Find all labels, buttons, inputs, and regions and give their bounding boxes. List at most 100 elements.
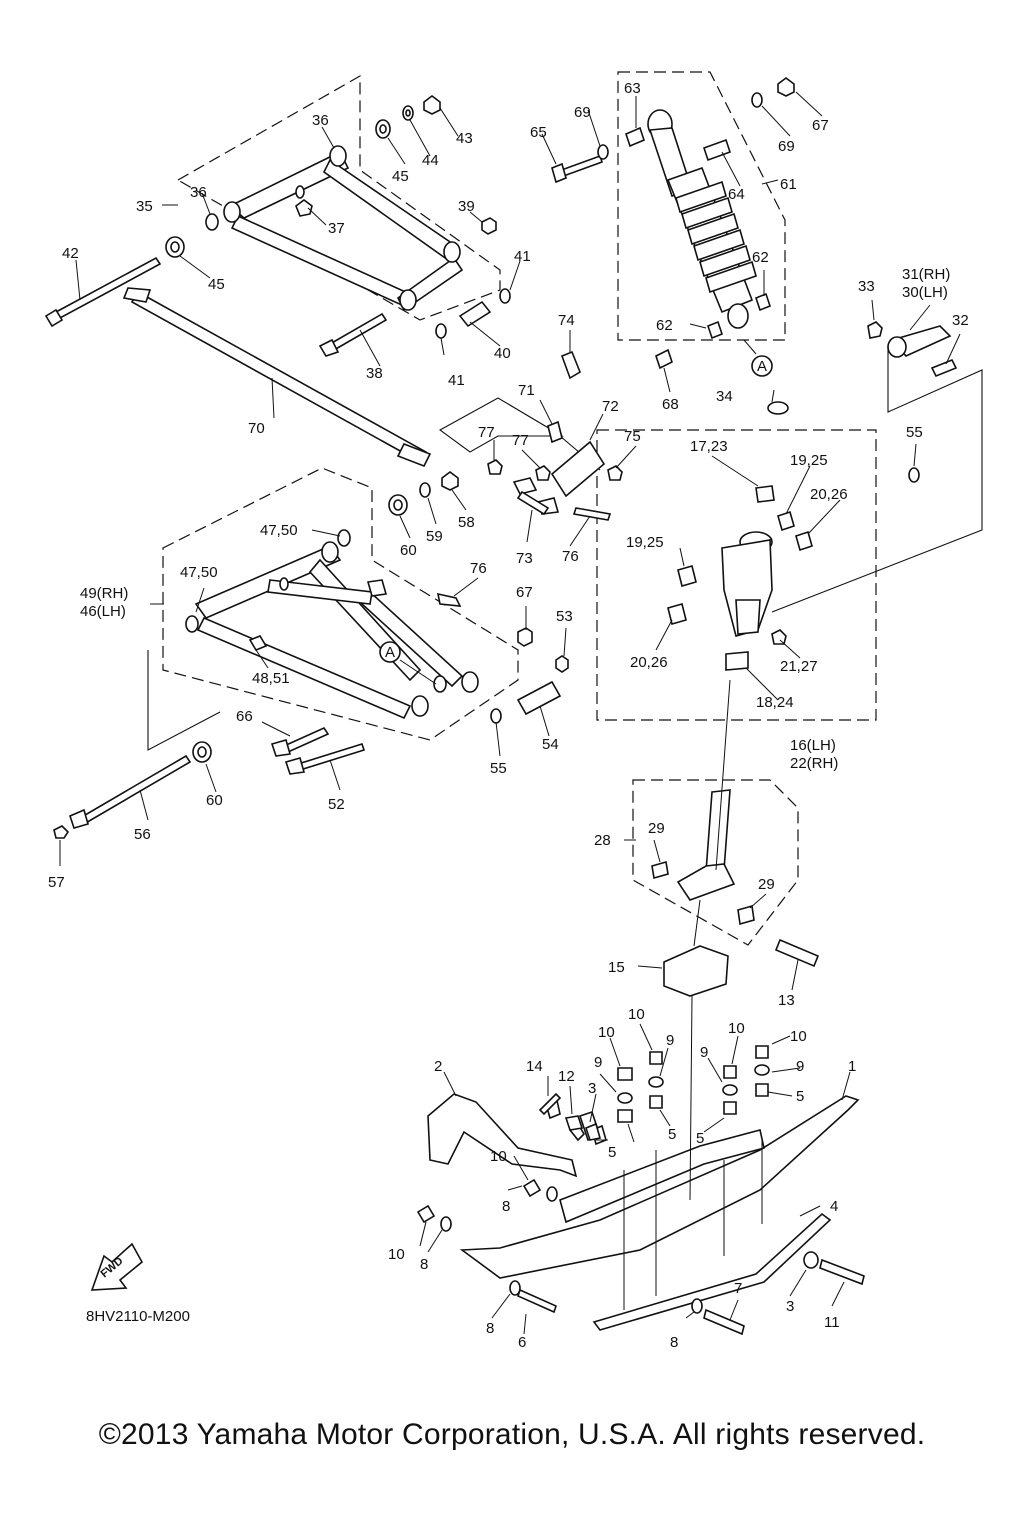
callout-65: 65 bbox=[530, 124, 547, 141]
callout-35: 35 bbox=[136, 198, 153, 215]
callout-77: 77 bbox=[478, 424, 495, 441]
lower-a-arm bbox=[185, 529, 479, 720]
callout-69: 69 bbox=[574, 104, 591, 121]
callout-14: 14 bbox=[526, 1058, 543, 1075]
ski bbox=[416, 1093, 865, 1336]
callout-16-lh: 16(LH) bbox=[790, 737, 836, 754]
callout-66: 66 bbox=[236, 708, 253, 725]
reference-markers: A A bbox=[379, 355, 773, 685]
callout-71: 71 bbox=[518, 382, 535, 399]
callout-31-rh: 31(RH) bbox=[902, 266, 950, 283]
fwd-arrow-icon: FWD bbox=[90, 1242, 144, 1291]
callout-22-rh: 22(RH) bbox=[790, 755, 838, 772]
callout-58: 58 bbox=[458, 514, 475, 531]
ref-a-circle-lower bbox=[379, 641, 401, 663]
callout-1: 1 bbox=[848, 1058, 856, 1075]
callout-76: 76 bbox=[470, 560, 487, 577]
leader-lines bbox=[59, 91, 961, 1335]
callout-8: 8 bbox=[486, 1320, 494, 1337]
callout-5: 5 bbox=[696, 1130, 704, 1147]
callout-69: 69 bbox=[778, 138, 795, 155]
callout-6: 6 bbox=[518, 1334, 526, 1351]
callout-19-25: 19,25 bbox=[790, 452, 828, 469]
callout-62: 62 bbox=[752, 249, 769, 266]
callout-73: 73 bbox=[516, 550, 533, 567]
group-outlines bbox=[147, 71, 983, 946]
callout-10: 10 bbox=[728, 1020, 745, 1037]
callout-38: 38 bbox=[366, 365, 383, 382]
ski-hardware bbox=[538, 1045, 770, 1141]
callout-9: 9 bbox=[594, 1054, 602, 1071]
callout-3: 3 bbox=[786, 1298, 794, 1315]
callout-4: 4 bbox=[830, 1198, 838, 1215]
callout-28: 28 bbox=[594, 832, 611, 849]
callout-45: 45 bbox=[208, 276, 225, 293]
callout-68: 68 bbox=[662, 396, 679, 413]
callout-52: 52 bbox=[328, 796, 345, 813]
callout-60: 60 bbox=[206, 792, 223, 809]
callout-20-26: 20,26 bbox=[810, 486, 848, 503]
callout-46-lh: 46(LH) bbox=[80, 603, 126, 620]
callout-39: 39 bbox=[458, 198, 475, 215]
callout-21-27: 21,27 bbox=[780, 658, 818, 675]
callout-63: 63 bbox=[624, 80, 641, 97]
lower-arm-hardware bbox=[53, 471, 569, 839]
callout-18-24: 18,24 bbox=[756, 694, 794, 711]
callout-12: 12 bbox=[558, 1068, 575, 1085]
callout-53: 53 bbox=[556, 608, 573, 625]
callout-15: 15 bbox=[608, 959, 625, 976]
callout-70: 70 bbox=[248, 420, 265, 437]
callout-3: 3 bbox=[588, 1080, 596, 1097]
ref-a-circle-upper bbox=[751, 355, 773, 377]
callout-57: 57 bbox=[48, 874, 65, 891]
callout-40: 40 bbox=[494, 345, 511, 362]
callout-45: 45 bbox=[392, 168, 409, 185]
callout-67: 67 bbox=[812, 117, 829, 134]
spindle bbox=[667, 467, 920, 671]
callout-9: 9 bbox=[796, 1058, 804, 1075]
copyright-notice: ©2013 Yamaha Motor Corporation, U.S.A. A… bbox=[98, 1418, 926, 1451]
callout-61: 61 bbox=[780, 176, 797, 193]
callout-67: 67 bbox=[516, 584, 533, 601]
callout-34: 34 bbox=[716, 388, 733, 405]
callout-37: 37 bbox=[328, 220, 345, 237]
callout-10: 10 bbox=[598, 1024, 615, 1041]
callout-49-rh: 49(RH) bbox=[80, 585, 128, 602]
upper-arm-hardware bbox=[44, 95, 511, 468]
callout-48-51: 48,51 bbox=[252, 670, 290, 687]
callout-47-50: 47,50 bbox=[180, 564, 218, 581]
callout-72: 72 bbox=[602, 398, 619, 415]
callout-44: 44 bbox=[422, 152, 439, 169]
ref-a-lower: A bbox=[385, 644, 395, 661]
callout-labels: 1 2 3 3 4 5 5 5 5 5 6 7 8 8 8 8 9 9 9 9 … bbox=[48, 80, 969, 1351]
callout-5: 5 bbox=[608, 1144, 616, 1161]
callout-8: 8 bbox=[502, 1198, 510, 1215]
callout-59: 59 bbox=[426, 528, 443, 545]
callout-76: 76 bbox=[562, 548, 579, 565]
callout-10: 10 bbox=[388, 1246, 405, 1263]
callout-60: 60 bbox=[400, 542, 417, 559]
shock-absorber bbox=[551, 77, 795, 370]
callout-9: 9 bbox=[666, 1032, 674, 1049]
ref-a-upper: A bbox=[757, 358, 767, 375]
callout-10: 10 bbox=[790, 1028, 807, 1045]
callout-10: 10 bbox=[490, 1148, 507, 1165]
callout-32: 32 bbox=[952, 312, 969, 329]
callout-77: 77 bbox=[512, 432, 529, 449]
callout-41: 41 bbox=[448, 372, 465, 389]
callout-36: 36 bbox=[312, 112, 329, 129]
callout-5: 5 bbox=[796, 1088, 804, 1105]
callout-64: 64 bbox=[728, 186, 745, 203]
stabilizer-link bbox=[487, 350, 623, 521]
callout-42: 42 bbox=[62, 245, 79, 262]
pitman-arm bbox=[767, 321, 958, 415]
callout-11: 11 bbox=[824, 1314, 840, 1331]
callout-8: 8 bbox=[670, 1334, 678, 1351]
upper-a-arm bbox=[205, 145, 464, 312]
callout-62: 62 bbox=[656, 317, 673, 334]
diagram-code: 8HV2110-M200 bbox=[86, 1308, 190, 1325]
ski-column bbox=[651, 789, 820, 997]
callout-9: 9 bbox=[700, 1044, 708, 1061]
callout-29: 29 bbox=[648, 820, 665, 837]
callout-13: 13 bbox=[778, 992, 795, 1009]
